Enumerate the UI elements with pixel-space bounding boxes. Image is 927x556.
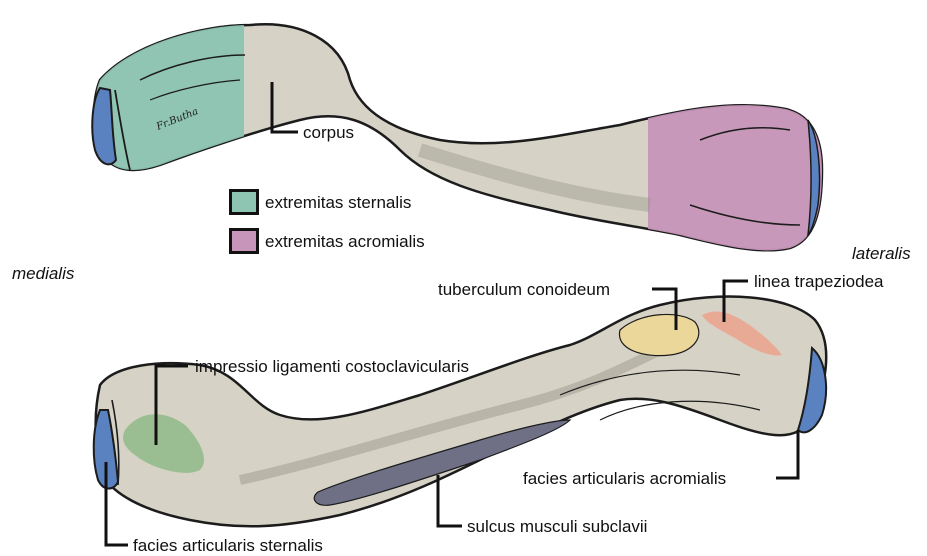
bottom-clavicle-body <box>96 297 827 527</box>
label-tuberculum-conoideum: tuberculum conoideum <box>438 281 610 298</box>
leader-facies-acromialis <box>776 430 798 478</box>
legend-label-acromial: extremitas acromialis <box>265 233 425 250</box>
label-corpus: corpus <box>303 124 354 141</box>
legend-label-sternal: extremitas sternalis <box>265 194 411 211</box>
label-sulcus: sulcus musculi subclavii <box>467 518 647 535</box>
legend-item-acromial: extremitas acromialis <box>229 228 425 254</box>
label-medialis: medialis <box>12 265 74 282</box>
label-impressio: impressio ligamenti costoclavicularis <box>195 358 469 375</box>
label-linea-trapeziodea: linea trapeziodea <box>754 273 883 290</box>
legend-swatch-sternal <box>229 189 259 215</box>
leader-sulcus <box>438 475 462 526</box>
legend-item-sternal: extremitas sternalis <box>229 189 411 215</box>
label-lateralis: lateralis <box>852 245 911 262</box>
acromial-end-region <box>648 90 838 270</box>
sternal-end-region <box>90 10 244 210</box>
legend-swatch-acromial <box>229 228 259 254</box>
label-facies-acromialis: facies articularis acromialis <box>523 470 726 487</box>
label-facies-sternalis: facies articularis sternalis <box>133 537 323 554</box>
